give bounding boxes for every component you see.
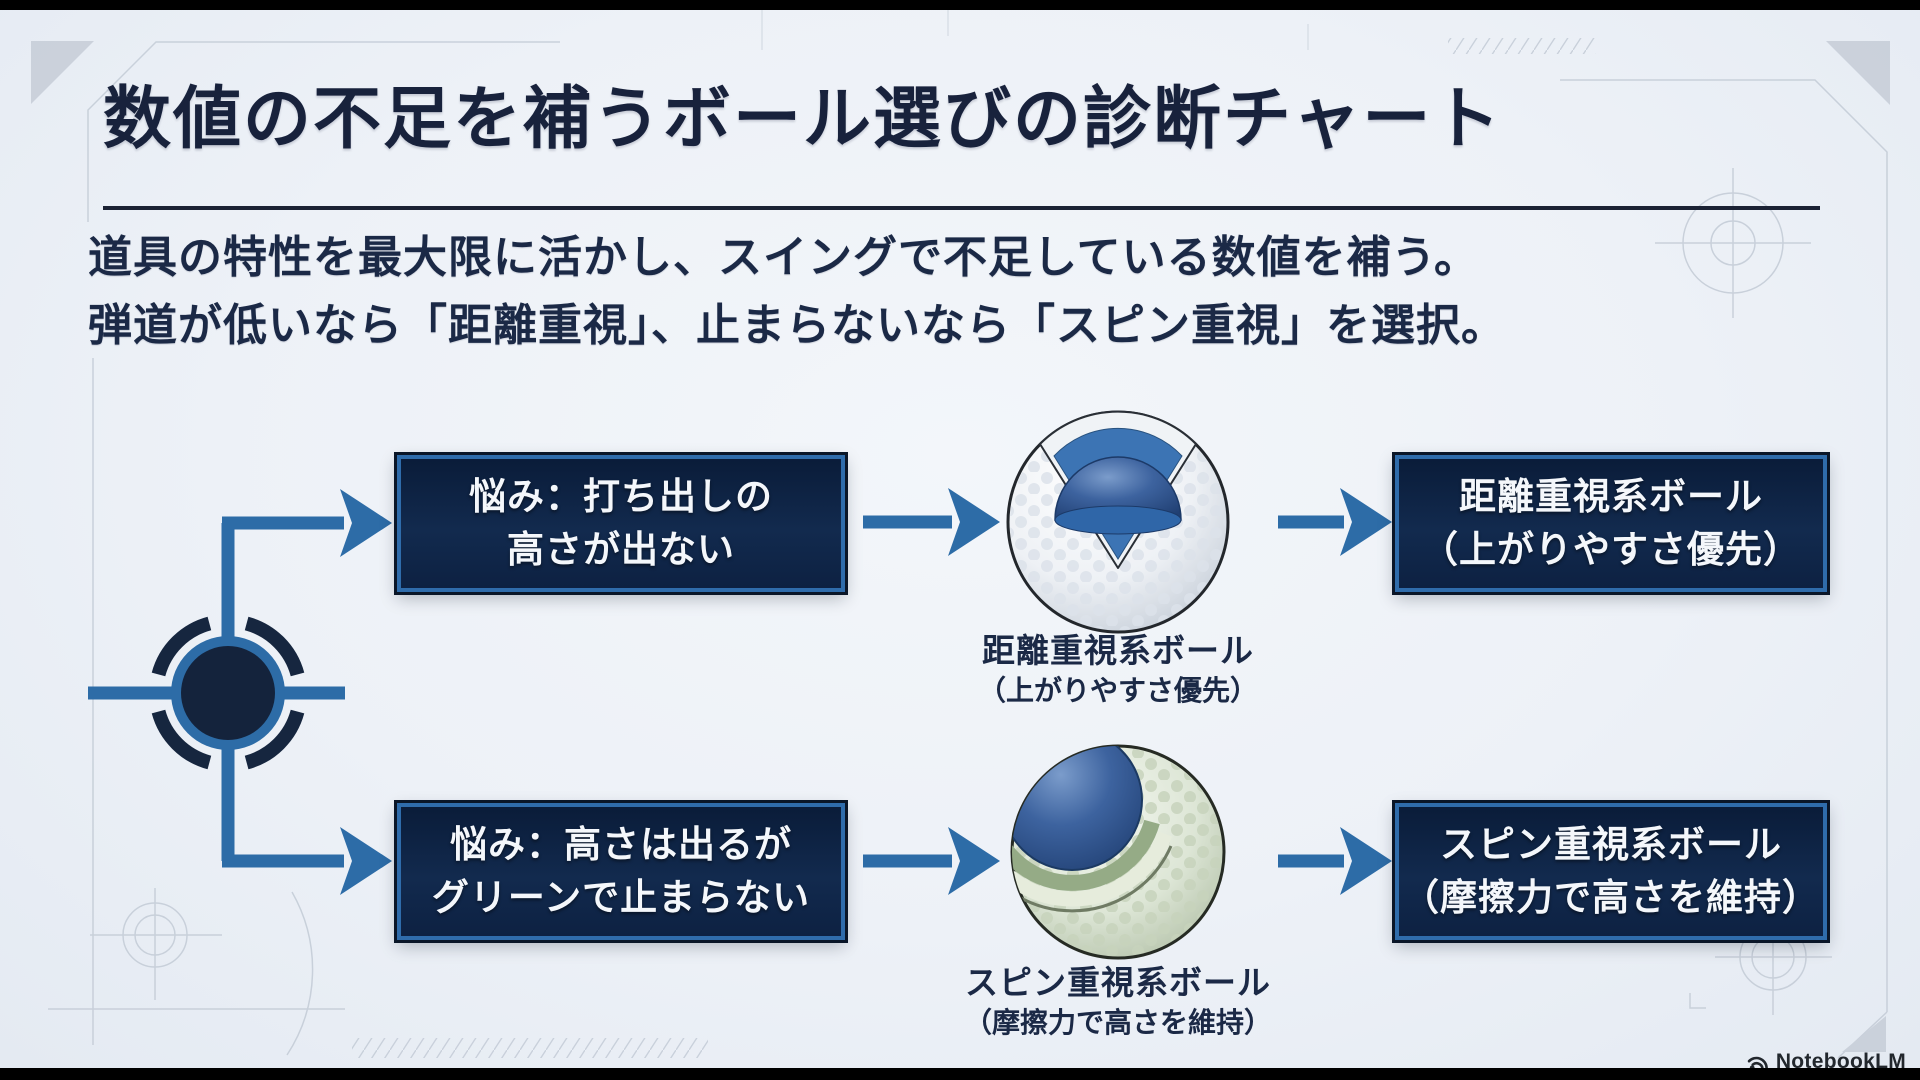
blueprint-canvas: 数値の不足を補うボール選びの診断チャート 道具の特性を最大限に活かし、スイングで… [0,10,1920,1073]
arc-bottom-left [286,891,314,1056]
core-dome [1054,456,1182,521]
core-dome [1012,746,1143,871]
caption-line: 距離重視系ボール [982,632,1254,669]
corner-triangle-bottom-right [1842,1016,1886,1052]
result-box-line: （上がりやすさ優先） [1421,528,1801,570]
problem-box-line: 悩み：打ち出しの [469,475,773,517]
letterbox-bar-bottom [0,1068,1920,1080]
problem-box-launch-height: 悩み：打ち出しの 高さが出ない [397,455,845,592]
caption-line: （上がりやすさ優先） [977,674,1258,706]
arrowhead-top-elbow [340,489,392,557]
arrowhead-ball2-result2 [1340,827,1392,895]
notebooklm-watermark: NotebookLM [1746,1049,1906,1075]
corner-triangle-top-left [31,41,94,104]
hatch-strip-top [1448,38,1596,54]
arrowhead-box1-ball1 [948,488,1000,556]
result-box-distance-ball: 距離重視系ボール （上がりやすさ優先） [1395,455,1827,592]
arrowhead-ball1-result1 [1340,488,1392,556]
distance-ball-caption: 距離重視系ボール （上がりやすさ優先） [918,632,1318,707]
start-node-crosshair [151,616,305,770]
arrowhead-bottom-elbow [340,827,392,895]
result-box-line: 距離重視系ボール [1459,475,1763,517]
caption-line: スピン重視系ボール [965,964,1271,1001]
problem-box-line: 悩み：高さは出るが [450,823,792,865]
subtitle-line-1: 道具の特性を最大限に活かし、スイングで不足している数値を補う。 [88,233,1480,282]
problem-box-line: 高さが出ない [507,528,735,570]
blueprint-target-bottom-left [90,888,222,1000]
result-box-line: （摩擦力で高さを維持） [1402,876,1820,918]
distance-ball-illustration [1006,410,1230,634]
spin-ball-illustration [1010,744,1226,960]
core-shelf [1054,505,1182,535]
cutaway-shell-band [1012,831,1173,907]
corner-mark-bottom-right [1689,993,1706,1009]
crosshair-ring [171,636,285,750]
cutaway-mantle-band [1012,819,1160,891]
caption-line: （摩擦力で高さを維持） [963,1006,1272,1038]
top-tick-lines [761,10,1309,50]
result-box-line: スピン重視系ボール [1440,823,1782,865]
cutaway-shell-edge [1012,845,1173,913]
page-title: 数値の不足を補うボール選びの診断チャート [103,81,1503,157]
problem-box-line: グリーンで止まらない [431,876,811,918]
cutaway-shell [1039,410,1197,569]
problem-box-green-stop: 悩み：高さは出るが グリーンで止まらない [397,803,845,940]
corner-triangle-top-right [1826,41,1890,105]
arrowhead-box2-ball2 [948,827,1000,895]
spin-ball-caption: スピン重視系ボール （摩擦力で高さを維持） [918,964,1318,1039]
result-box-spin-ball: スピン重視系ボール （摩擦力で高さを維持） [1395,803,1827,940]
crosshair-arcs [151,616,305,770]
crosshair-core [181,646,275,740]
subtitle-line-2: 弾道が低いなら「距離重視」、止まらないなら「スピン重視」を選択。 [88,301,1506,350]
blueprint-target-top-right [1655,168,1811,318]
hatch-strip-bottom [352,1038,708,1058]
letterbox-bar-top [0,0,1920,10]
title-underline [103,206,1820,210]
cutaway-mantle [1053,427,1183,560]
notebooklm-logo-text: NotebookLM [1775,1050,1906,1073]
